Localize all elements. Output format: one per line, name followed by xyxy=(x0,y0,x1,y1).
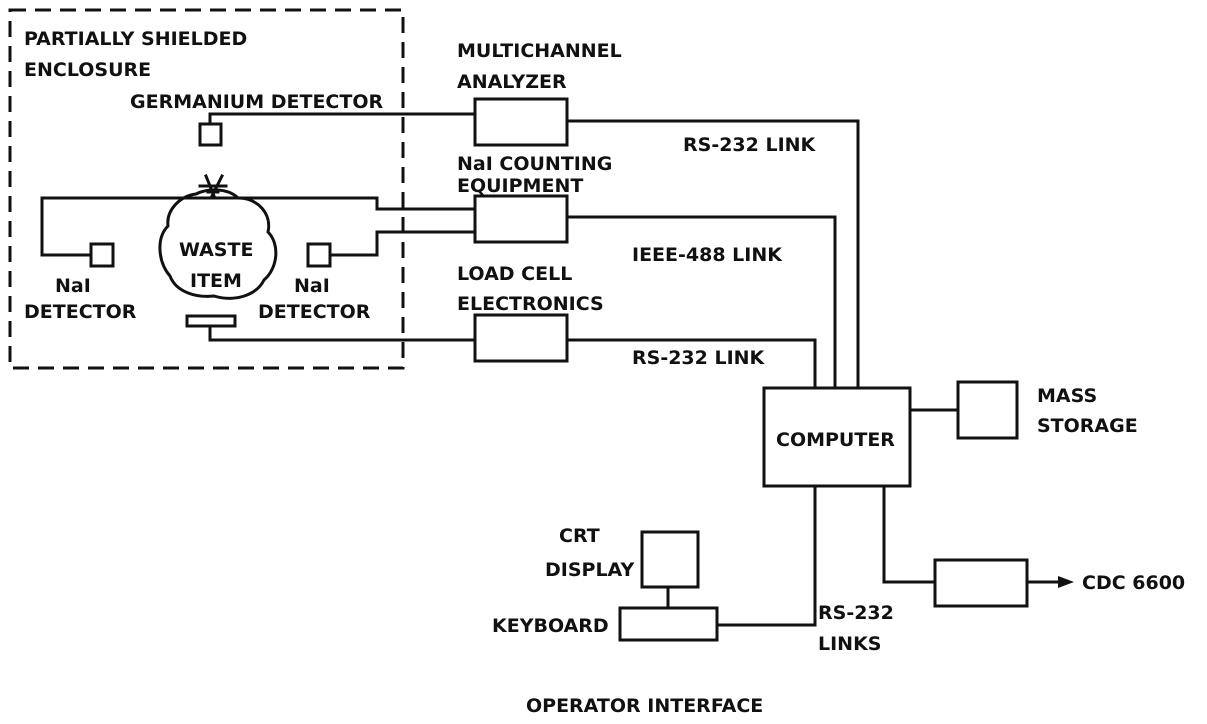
nai-detector-left-label-line2: DETECTOR xyxy=(24,301,137,323)
mca-label-line2: ANALYZER xyxy=(457,71,567,93)
waste-item-label-line2: ITEM xyxy=(190,270,242,292)
cdc6600-label: CDC 6600 xyxy=(1082,572,1185,594)
keyboard xyxy=(618,606,719,642)
computer xyxy=(762,386,912,488)
rs232-links-label-line2: LINKS xyxy=(818,633,882,655)
enclosure-label-line1: PARTIALLY SHIELDED xyxy=(24,28,247,50)
waste-item-label-line1: WASTE xyxy=(179,239,253,261)
counting-to-computer-link xyxy=(565,215,837,390)
mass-storage xyxy=(956,380,1019,440)
cdc-interface-box xyxy=(933,558,1029,608)
enclosure-label-line2: ENCLOSURE xyxy=(24,59,151,81)
rs232-link-bottom-label: RS-232 LINK xyxy=(632,347,766,369)
left-nai-to-counting-wire xyxy=(40,196,477,257)
germanium-detector-label: GERMANIUM DETECTOR xyxy=(130,91,383,113)
computer-to-keyboard-link xyxy=(715,484,817,627)
germanium-to-mca-wire xyxy=(208,112,477,126)
load-cell-to-electronics-wire xyxy=(208,324,477,342)
rs232-links-label-line1: RS-232 xyxy=(818,602,894,624)
mca-to-computer-link xyxy=(565,119,860,390)
load-cell-label-line1: LOAD CELL xyxy=(457,263,572,285)
crt-label-line1: CRT xyxy=(559,525,600,547)
load-cell-label-line2: ELECTRONICS xyxy=(457,293,604,315)
nai-counting-equipment xyxy=(473,194,569,244)
nai-detector-left xyxy=(89,242,115,268)
crt-display xyxy=(640,530,700,589)
multichannel-analyzer xyxy=(473,97,569,147)
load-cell-to-computer-link xyxy=(565,338,817,390)
mass-storage-label-line2: STORAGE xyxy=(1037,415,1138,437)
nai-detector-right-label-line1: NaI xyxy=(294,275,330,297)
mca-label-line1: MULTICHANNEL xyxy=(457,40,622,62)
keyboard-label: KEYBOARD xyxy=(492,615,609,637)
crt-label-line2: DISPLAY xyxy=(545,559,634,581)
operator-interface-label: OPERATOR INTERFACE xyxy=(526,695,763,717)
cdc-output-arrowhead xyxy=(1058,576,1074,588)
nai-detector-right-label-line2: DETECTOR xyxy=(258,301,371,323)
ieee488-link-label: IEEE-488 LINK xyxy=(632,244,783,266)
nai-counting-label-line1: NaI COUNTING xyxy=(457,153,612,175)
load-cell-electronics xyxy=(473,313,569,363)
nai-counting-label-line2: EQUIPMENT xyxy=(457,175,583,197)
computer-label: COMPUTER xyxy=(776,429,895,451)
mass-storage-label-line1: MASS xyxy=(1037,385,1097,407)
computer-to-cdc-interface-wire xyxy=(882,484,937,584)
waste-bag-tie xyxy=(198,173,228,199)
germanium-detector xyxy=(198,122,223,147)
rs232-link-top-label: RS-232 LINK xyxy=(683,134,817,156)
right-nai-to-counting-wire xyxy=(328,230,477,257)
nai-detector-left-label-line1: NaI xyxy=(55,275,91,297)
nai-detector-right xyxy=(306,242,332,268)
